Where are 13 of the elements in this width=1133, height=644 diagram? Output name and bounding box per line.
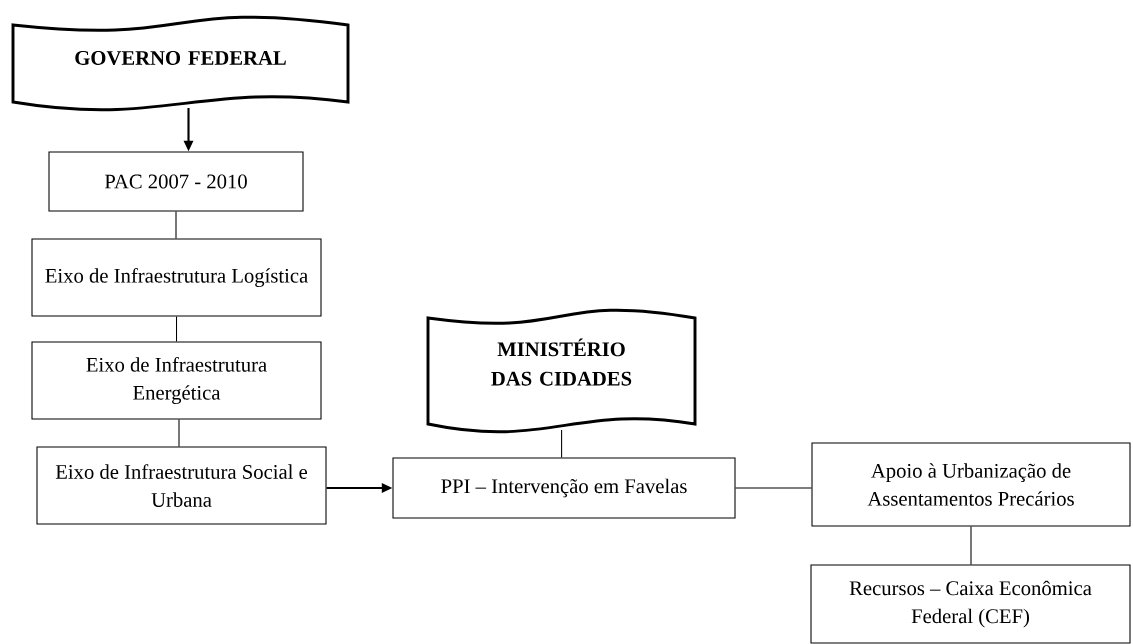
- connector-line: [561, 429, 563, 458]
- connector-line: [175, 211, 177, 239]
- process-box: PPI – Intervenção em Favelas: [392, 457, 736, 519]
- process-box: Eixo de Infraestrutura Social e Urbana: [36, 446, 327, 525]
- process-box: PAC 2007 - 2010: [48, 151, 304, 212]
- process-box: Eixo de Infraestrutura Logística: [31, 238, 322, 317]
- connector-line: [735, 487, 812, 489]
- process-box: Eixo de Infraestrutura Energética: [31, 341, 322, 420]
- process-box: Apoio à Urbanização de Assentamentos Precários: [811, 442, 1131, 527]
- process-box: Recursos – Caixa Econômica Federal (CEF): [810, 564, 1131, 644]
- connector-line: [175, 316, 178, 342]
- connector-line: [178, 419, 180, 447]
- connector-line: [970, 526, 972, 565]
